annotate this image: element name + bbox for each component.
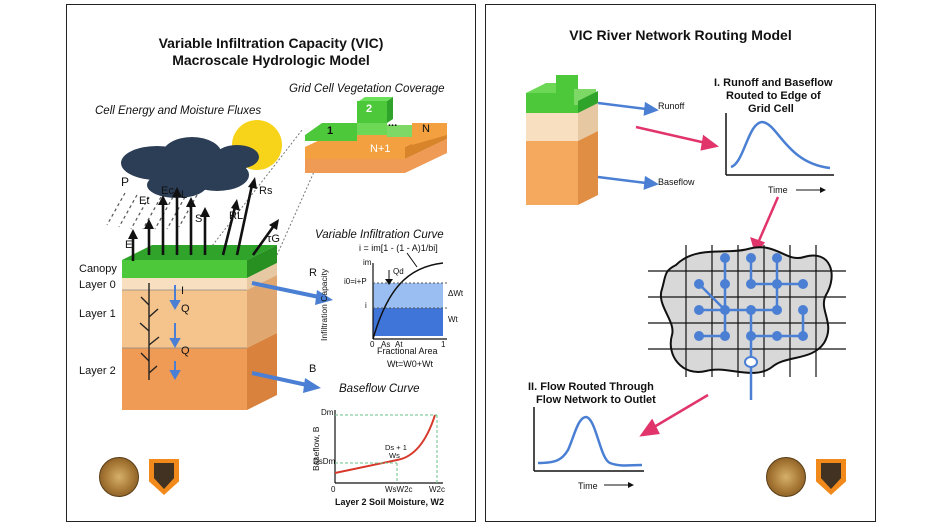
mark-delta-wt: ΔWt <box>448 289 464 298</box>
baseflow-x-label: Layer 2 Soil Moisture, W2 <box>335 497 445 507</box>
grid-cell-block <box>526 75 598 205</box>
routing-diagram <box>526 75 846 488</box>
flux-arrows <box>131 184 275 261</box>
university-seal-logo-right <box>766 457 806 497</box>
process-arrows <box>635 125 780 437</box>
mark-ds-plus-1: Ds + 1 <box>385 443 407 452</box>
flux-s-label: S <box>195 213 203 225</box>
vegetation-tiles <box>305 97 447 173</box>
mark-zero: 0 <box>370 340 375 349</box>
energy-fluxes-title: Cell Energy and Moisture Fluxes <box>95 105 262 117</box>
vic-model-diagram <box>106 97 447 484</box>
runoff-arrow <box>251 281 333 305</box>
mark-as: As <box>381 340 391 349</box>
veg-tile-1: 1 <box>327 125 334 137</box>
vic-model-panel: Variable Infiltration Capacity (VIC) Mac… <box>66 4 476 522</box>
flux-rl-label: RL <box>229 210 244 222</box>
mark-one: 1 <box>441 340 446 349</box>
river-network <box>648 245 846 400</box>
flux-ec-label: Ec <box>161 185 174 197</box>
mark-im: im <box>363 258 372 267</box>
veg-tile-n: N <box>422 123 430 135</box>
mark-dm: Dm <box>321 408 334 417</box>
infiltration-x-label: Fractional Area <box>377 346 438 356</box>
rain-lines <box>106 192 198 230</box>
layer-2-label: Layer 2 <box>79 365 116 377</box>
flow-q1-label: Q <box>181 303 190 315</box>
step1-line2: Routed to Edge of <box>726 90 821 102</box>
flux-l-label: L <box>181 189 188 201</box>
hydrograph-grid-cell <box>725 113 834 193</box>
routing-model-panel: VIC River Network Routing Model I. Runof… <box>485 4 876 522</box>
flux-e-label: E <box>125 239 133 251</box>
mark-wt: Wt <box>448 315 458 324</box>
cloud-icon <box>121 137 259 198</box>
university-seal-logo <box>99 457 139 497</box>
mark-i0: i0=i+P <box>344 277 367 286</box>
layer-0-label: Layer 0 <box>79 279 116 291</box>
infiltration-curve-chart <box>372 252 447 340</box>
hydrograph2-time-label: Time <box>578 481 598 491</box>
layer-1-label: Layer 1 <box>79 308 116 320</box>
mark-i: i <box>365 301 367 310</box>
flux-rs-label: Rs <box>259 185 273 197</box>
mark-w2c: W2c <box>429 485 445 494</box>
layer-canopy-label: Canopy <box>79 263 117 275</box>
roots <box>139 283 160 380</box>
baseflow-curve-title: Baseflow Curve <box>339 383 420 395</box>
veg-tile-n-plus-1: N+1 <box>370 143 391 155</box>
mark-ws: Ws <box>389 451 400 460</box>
mark-dsdm: DsDm <box>313 457 336 466</box>
baseflow-b-label: B <box>309 363 317 375</box>
veg-tile-2: 2 <box>366 103 373 115</box>
flow-q2-label: Q <box>181 345 190 357</box>
vegetation-coverage-title: Grid Cell Vegetation Coverage <box>289 83 445 95</box>
precip-label: P <box>121 175 130 189</box>
step2-line1: II. Flow Routed Through <box>528 381 654 393</box>
infiltration-equation: i = im[1 - (1 - A)1/bi] <box>359 243 438 253</box>
step2-line2: Flow Network to Outlet <box>536 394 656 406</box>
mark-wsw2c: WsW2c <box>385 485 413 494</box>
flow-i-label: I <box>181 285 185 297</box>
infiltration-y-label: Infiltration Capacity <box>319 268 329 341</box>
step1-line1: I. Runoff and Baseflow <box>714 77 833 89</box>
step1-line3: Grid Cell <box>748 103 794 115</box>
mark-origin: 0 <box>331 485 336 494</box>
runoff-label: Runoff <box>658 101 685 111</box>
panel-title-line2: Macroscale Hydrologic Model <box>172 52 370 68</box>
infiltration-curve-title: Variable Infiltration Curve <box>315 229 444 241</box>
baseflow-label: Baseflow <box>658 177 695 187</box>
infiltration-footer: Wt=W0+Wt <box>387 359 434 369</box>
flux-tg-label: τG <box>267 233 280 245</box>
mark-at: At <box>395 340 403 349</box>
veg-tile-ellipsis: ... <box>388 117 398 129</box>
hydrograph-outlet <box>533 407 644 488</box>
drainage-arrows <box>169 285 181 381</box>
mark-qd: Qd <box>393 267 404 276</box>
cell-outflow-arrows <box>597 101 659 190</box>
routing-title: VIC River Network Routing Model <box>569 27 792 43</box>
baseflow-arrow <box>251 371 321 393</box>
hydrograph1-time-label: Time <box>768 185 788 195</box>
baseflow-curve-chart <box>334 410 443 484</box>
flux-et-label: Et <box>139 195 150 207</box>
runoff-r-label: R <box>309 267 317 279</box>
panel-title-line1: Variable Infiltration Capacity (VIC) <box>158 35 384 51</box>
